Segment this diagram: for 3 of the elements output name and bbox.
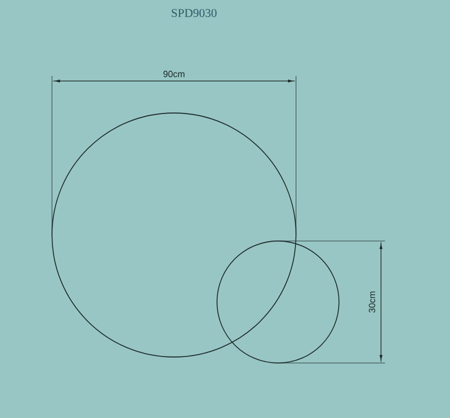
dimension-label: 90cm xyxy=(163,70,184,78)
title-text: SPD9030 xyxy=(172,8,217,18)
dimension-label: 30cm xyxy=(368,292,376,313)
